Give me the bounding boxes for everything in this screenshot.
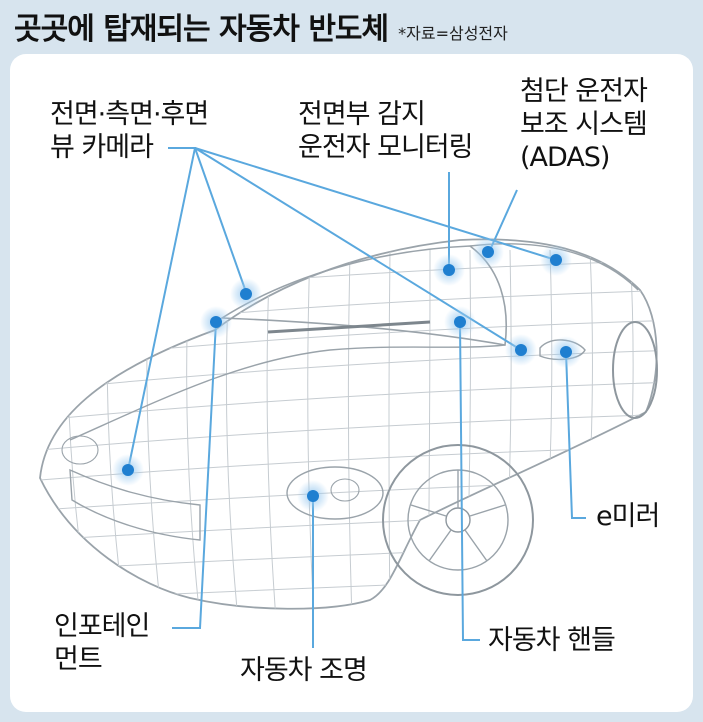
dot-camera-right: [505, 334, 537, 366]
label-steering: 자동차 핸들: [488, 625, 616, 656]
car-body-outline: [39, 238, 658, 610]
label-infotainment: 인포테인 먼트: [54, 611, 150, 675]
headlight-left-inner: [330, 478, 360, 502]
sensor-dots: [112, 236, 582, 512]
headlight-left: [286, 466, 384, 520]
dot-driver-monitoring: [433, 254, 465, 286]
dot-infotainment: [200, 306, 232, 338]
rear-wheel: [612, 321, 658, 419]
page-title: 곳곳에 탑재되는 자동차 반도체: [14, 12, 389, 47]
dot-camera-front: [112, 454, 144, 486]
wiper: [267, 320, 431, 334]
label-lighting: 자동차 조명: [240, 655, 368, 686]
leader-lines: [127, 147, 586, 648]
leader-camera-left: [194, 147, 247, 293]
grille: [69, 468, 201, 541]
label-driver-monitoring: 전면부 감지 운전자 모니터링: [298, 99, 473, 163]
leader-infotainment: [172, 321, 217, 629]
front-wheel-hub: [445, 507, 471, 533]
label-camera: 전면·측면·후면 뷰 카메라: [50, 99, 209, 163]
front-wheel-spokes: [410, 470, 506, 562]
label-emirror: e미러: [596, 501, 660, 532]
source-note: *자료=삼성전자: [398, 24, 508, 43]
leader-steering: [459, 321, 480, 641]
headlight-right: [61, 435, 99, 465]
leader-camera-front: [127, 147, 197, 471]
leader-camera-mirror: [194, 147, 557, 261]
dot-steering: [444, 306, 476, 338]
dot-camera-mirror: [540, 244, 572, 276]
hood-line: [69, 344, 506, 441]
dot-camera-left: [230, 278, 262, 310]
side-mirror: [539, 339, 586, 361]
dot-adas: [472, 236, 504, 268]
dot-emirror: [550, 336, 582, 368]
leader-emirror: [565, 351, 586, 519]
dot-lighting: [297, 480, 329, 512]
label-adas: 첨단 운전자 보조 시스템 (ADAS): [520, 76, 648, 173]
title-bar: 곳곳에 탑재되는 자동차 반도체 *자료=삼성전자: [14, 4, 508, 48]
front-wheel: [382, 444, 534, 596]
